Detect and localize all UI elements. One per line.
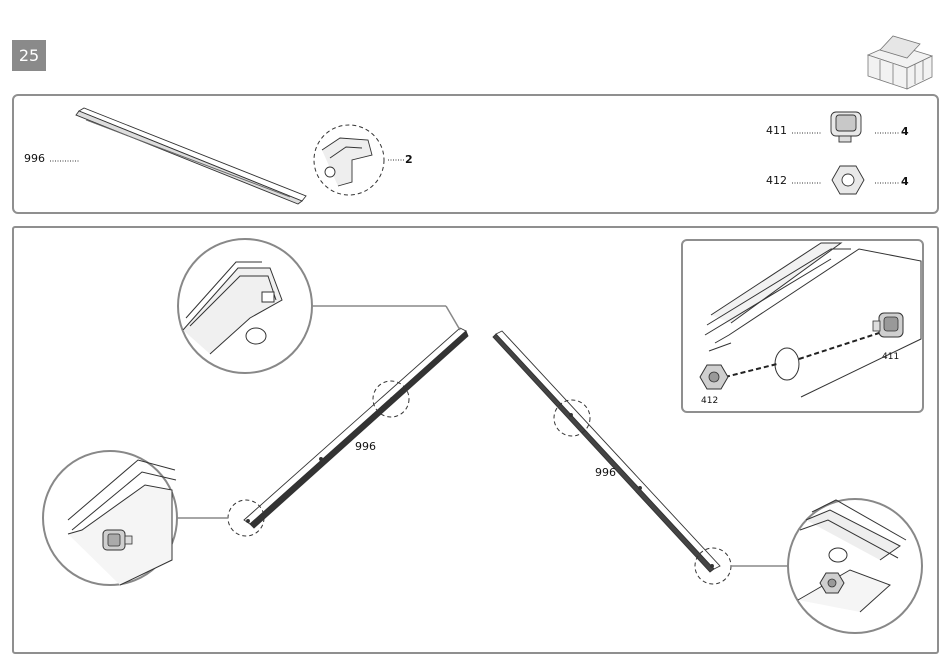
right-bar-label: 996 — [595, 466, 616, 479]
left-bar-label: 996 — [355, 440, 376, 453]
zoom-detail-bolt-left — [43, 451, 177, 585]
bolt-icon — [831, 112, 861, 142]
zoom-detail-profile-end — [178, 239, 312, 373]
profile-part-code: 996 — [24, 152, 45, 165]
profile-996-part — [76, 108, 306, 204]
callout-line — [446, 306, 460, 330]
detail-box-drawing: 411 412 — [681, 239, 924, 413]
bolt-part-code: 411 — [766, 124, 787, 137]
profile-end-detail-circle — [314, 125, 384, 195]
bolt-part-quantity: 4 — [901, 125, 909, 138]
zoom-detail-nut-right — [788, 499, 922, 633]
nut-part-quantity: 4 — [901, 175, 909, 188]
nut-icon — [832, 166, 864, 194]
bolt-assembly-detail-box: 411 412 — [681, 239, 924, 413]
greenhouse-icon — [868, 36, 932, 89]
detail-bolt-label: 411 — [882, 352, 899, 362]
nut-part-code: 412 — [766, 174, 787, 187]
detail-nut-label: 412 — [701, 396, 718, 406]
profile-part-quantity: 2 — [405, 153, 413, 166]
